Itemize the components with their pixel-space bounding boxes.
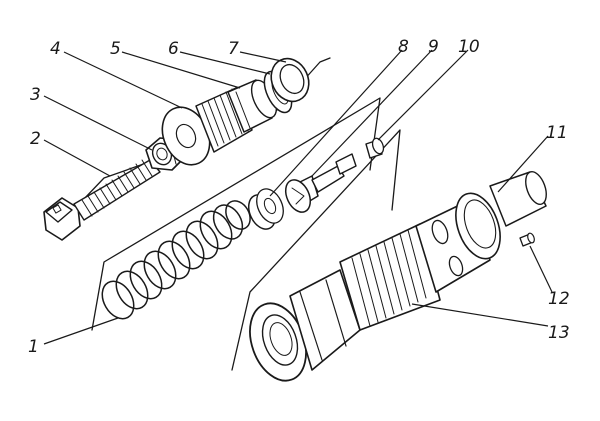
leader-3: [43, 95, 153, 151]
callout-9: 9: [428, 37, 439, 57]
leader-5: [121, 51, 241, 89]
valve-poppet: [284, 153, 357, 213]
small-bushing: [365, 137, 385, 159]
compression-spring: [101, 200, 251, 320]
leader-8: [269, 49, 403, 197]
leader-lines: [43, 49, 553, 345]
leader-11: [497, 135, 549, 193]
valve-body: [249, 199, 491, 382]
callout-5: 5: [110, 39, 121, 59]
callout-4: 4: [50, 39, 61, 59]
adjusting-screw: [43, 159, 161, 241]
callout-13: 13: [548, 323, 570, 343]
callout-7: 7: [228, 39, 239, 59]
callout-2: 2: [30, 129, 41, 149]
callout-11: 11: [546, 123, 568, 143]
leader-9: [311, 49, 433, 177]
leader-1: [43, 317, 119, 345]
sealing-ring: [270, 57, 310, 103]
leader-6: [179, 51, 271, 75]
leader-2: [43, 139, 111, 177]
callout-1: 1: [28, 337, 39, 357]
leader-10: [377, 49, 469, 141]
callout-3: 3: [30, 85, 41, 105]
leader-12: [529, 245, 553, 293]
callout-labels: 1 2 3 4 5 6 7 8 9 10 11 12 13: [28, 37, 570, 357]
callout-12: 12: [548, 289, 570, 309]
leader-13: [411, 303, 549, 327]
lower-group-frame: [231, 129, 401, 371]
leader-4: [63, 51, 183, 109]
flanged-bushing: [161, 87, 253, 166]
callout-6: 6: [168, 39, 179, 59]
leader-7: [239, 51, 287, 63]
spring-seat: [247, 188, 284, 230]
middle-group-frame: [91, 97, 381, 331]
small-pin: [519, 232, 535, 247]
callout-8: 8: [398, 37, 409, 57]
callout-10: 10: [458, 37, 480, 57]
